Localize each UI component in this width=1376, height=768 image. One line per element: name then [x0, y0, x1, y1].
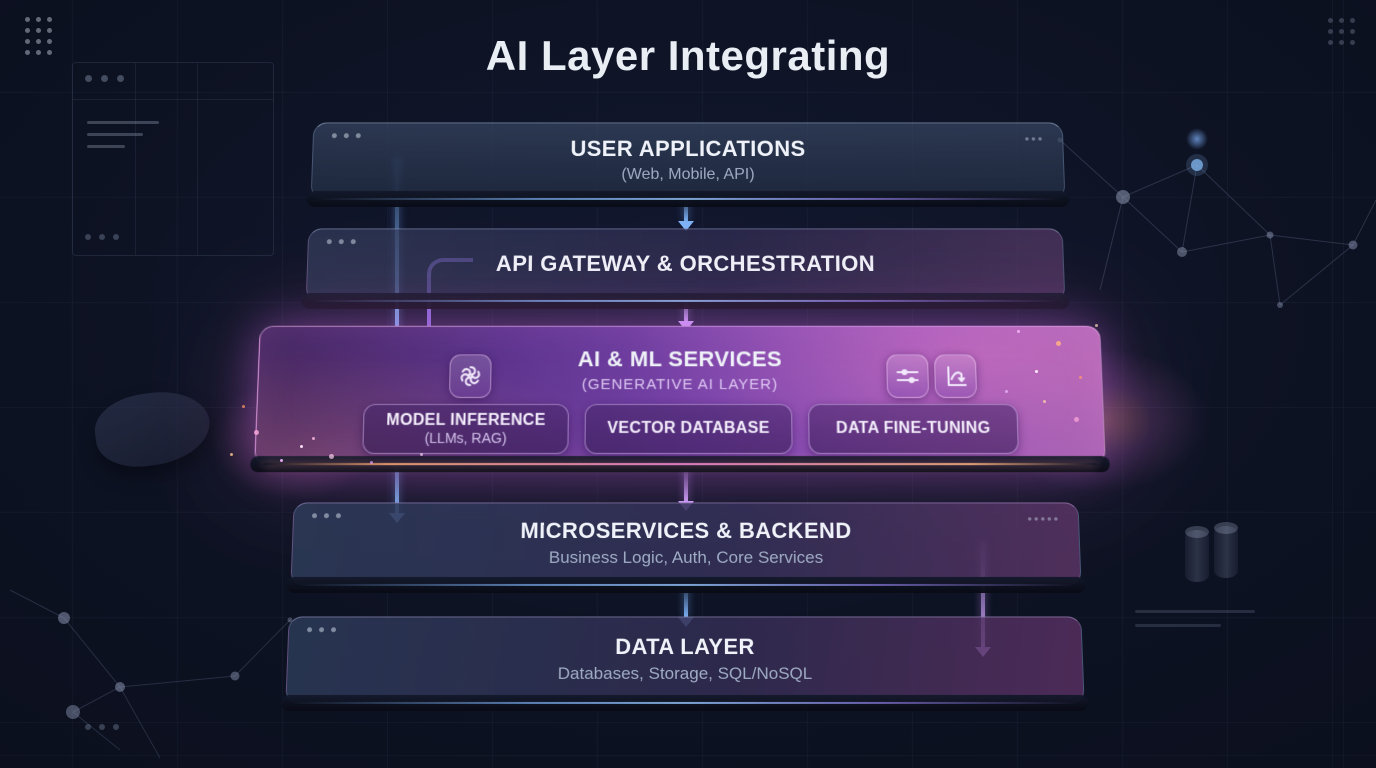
ellipsis-icon: ••• [1024, 131, 1045, 147]
page-title: AI Layer Integrating [485, 32, 891, 79]
sparkles [300, 445, 303, 448]
module-title: VECTOR DATABASE [607, 419, 770, 437]
sliders-icon [886, 354, 930, 398]
layer-data: DATA LAYER Databases, Storage, SQL/NoSQL [285, 616, 1085, 704]
module-title: DATA FINE-TUNING [835, 419, 991, 437]
arrow-microservices-to-data [684, 584, 688, 618]
layer-user-applications: ••• USER APPLICATIONS (Web, Mobile, API) [310, 122, 1066, 200]
sparkles [1035, 370, 1038, 373]
dot-grid-icon [25, 17, 52, 55]
layer-title: MICROSERVICES & BACKEND [520, 518, 852, 544]
layer-title: USER APPLICATIONS [570, 136, 806, 161]
decorative-line [1135, 624, 1221, 627]
layer-subtitle: Business Logic, Auth, Core Services [548, 547, 824, 567]
decorative-line [1135, 610, 1255, 613]
edge-dots-icon [85, 724, 119, 730]
module-model-inference: MODEL INFERENCE (LLMs, RAG) [362, 403, 569, 455]
window-dots-icon [307, 627, 337, 633]
arrow-right-to-data [981, 542, 985, 648]
openai-logo-icon [448, 354, 492, 398]
database-cylinder-icon [1214, 522, 1238, 578]
layer-title: DATA LAYER [615, 634, 755, 660]
layer-microservices-backend: ••••• MICROSERVICES & BACKEND Business L… [290, 502, 1082, 586]
ellipsis-icon: ••••• [1027, 511, 1061, 527]
arrow-ai-to-microservices [684, 466, 688, 502]
window-dots-icon [326, 239, 356, 245]
dot-grid-icon [1328, 18, 1355, 45]
layer-ai-ml-services: AI & ML SERVICES (GENERATIVE AI LAYER) M… [254, 325, 1106, 466]
fine-tuning-chart-icon [934, 354, 978, 398]
layer-api-gateway: API GATEWAY & ORCHESTRATION [305, 228, 1066, 302]
wireframe-window [72, 62, 274, 256]
arrow-left-to-microservices [395, 438, 399, 514]
module-vector-database: VECTOR DATABASE [584, 403, 793, 455]
window-dots-icon [331, 133, 361, 139]
layer-title: API GATEWAY & ORCHESTRATION [495, 251, 876, 276]
database-cylinder-icon [1185, 526, 1209, 582]
module-data-fine-tuning: DATA FINE-TUNING [808, 403, 1019, 455]
arrow-gateway-to-ai [684, 296, 688, 322]
window-dots-icon [85, 75, 124, 82]
arrow-user-to-gateway [684, 196, 688, 222]
layer-subtitle: (Web, Mobile, API) [621, 165, 755, 183]
ai-modules-row: MODEL INFERENCE (LLMs, RAG) VECTOR DATAB… [256, 403, 1105, 455]
layer-subtitle: Databases, Storage, SQL/NoSQL [557, 663, 813, 683]
window-dots-icon [311, 513, 342, 519]
module-title: MODEL INFERENCE [386, 412, 546, 430]
module-subtitle: (LLMs, RAG) [424, 429, 507, 446]
edge-dots-icon [85, 234, 119, 240]
